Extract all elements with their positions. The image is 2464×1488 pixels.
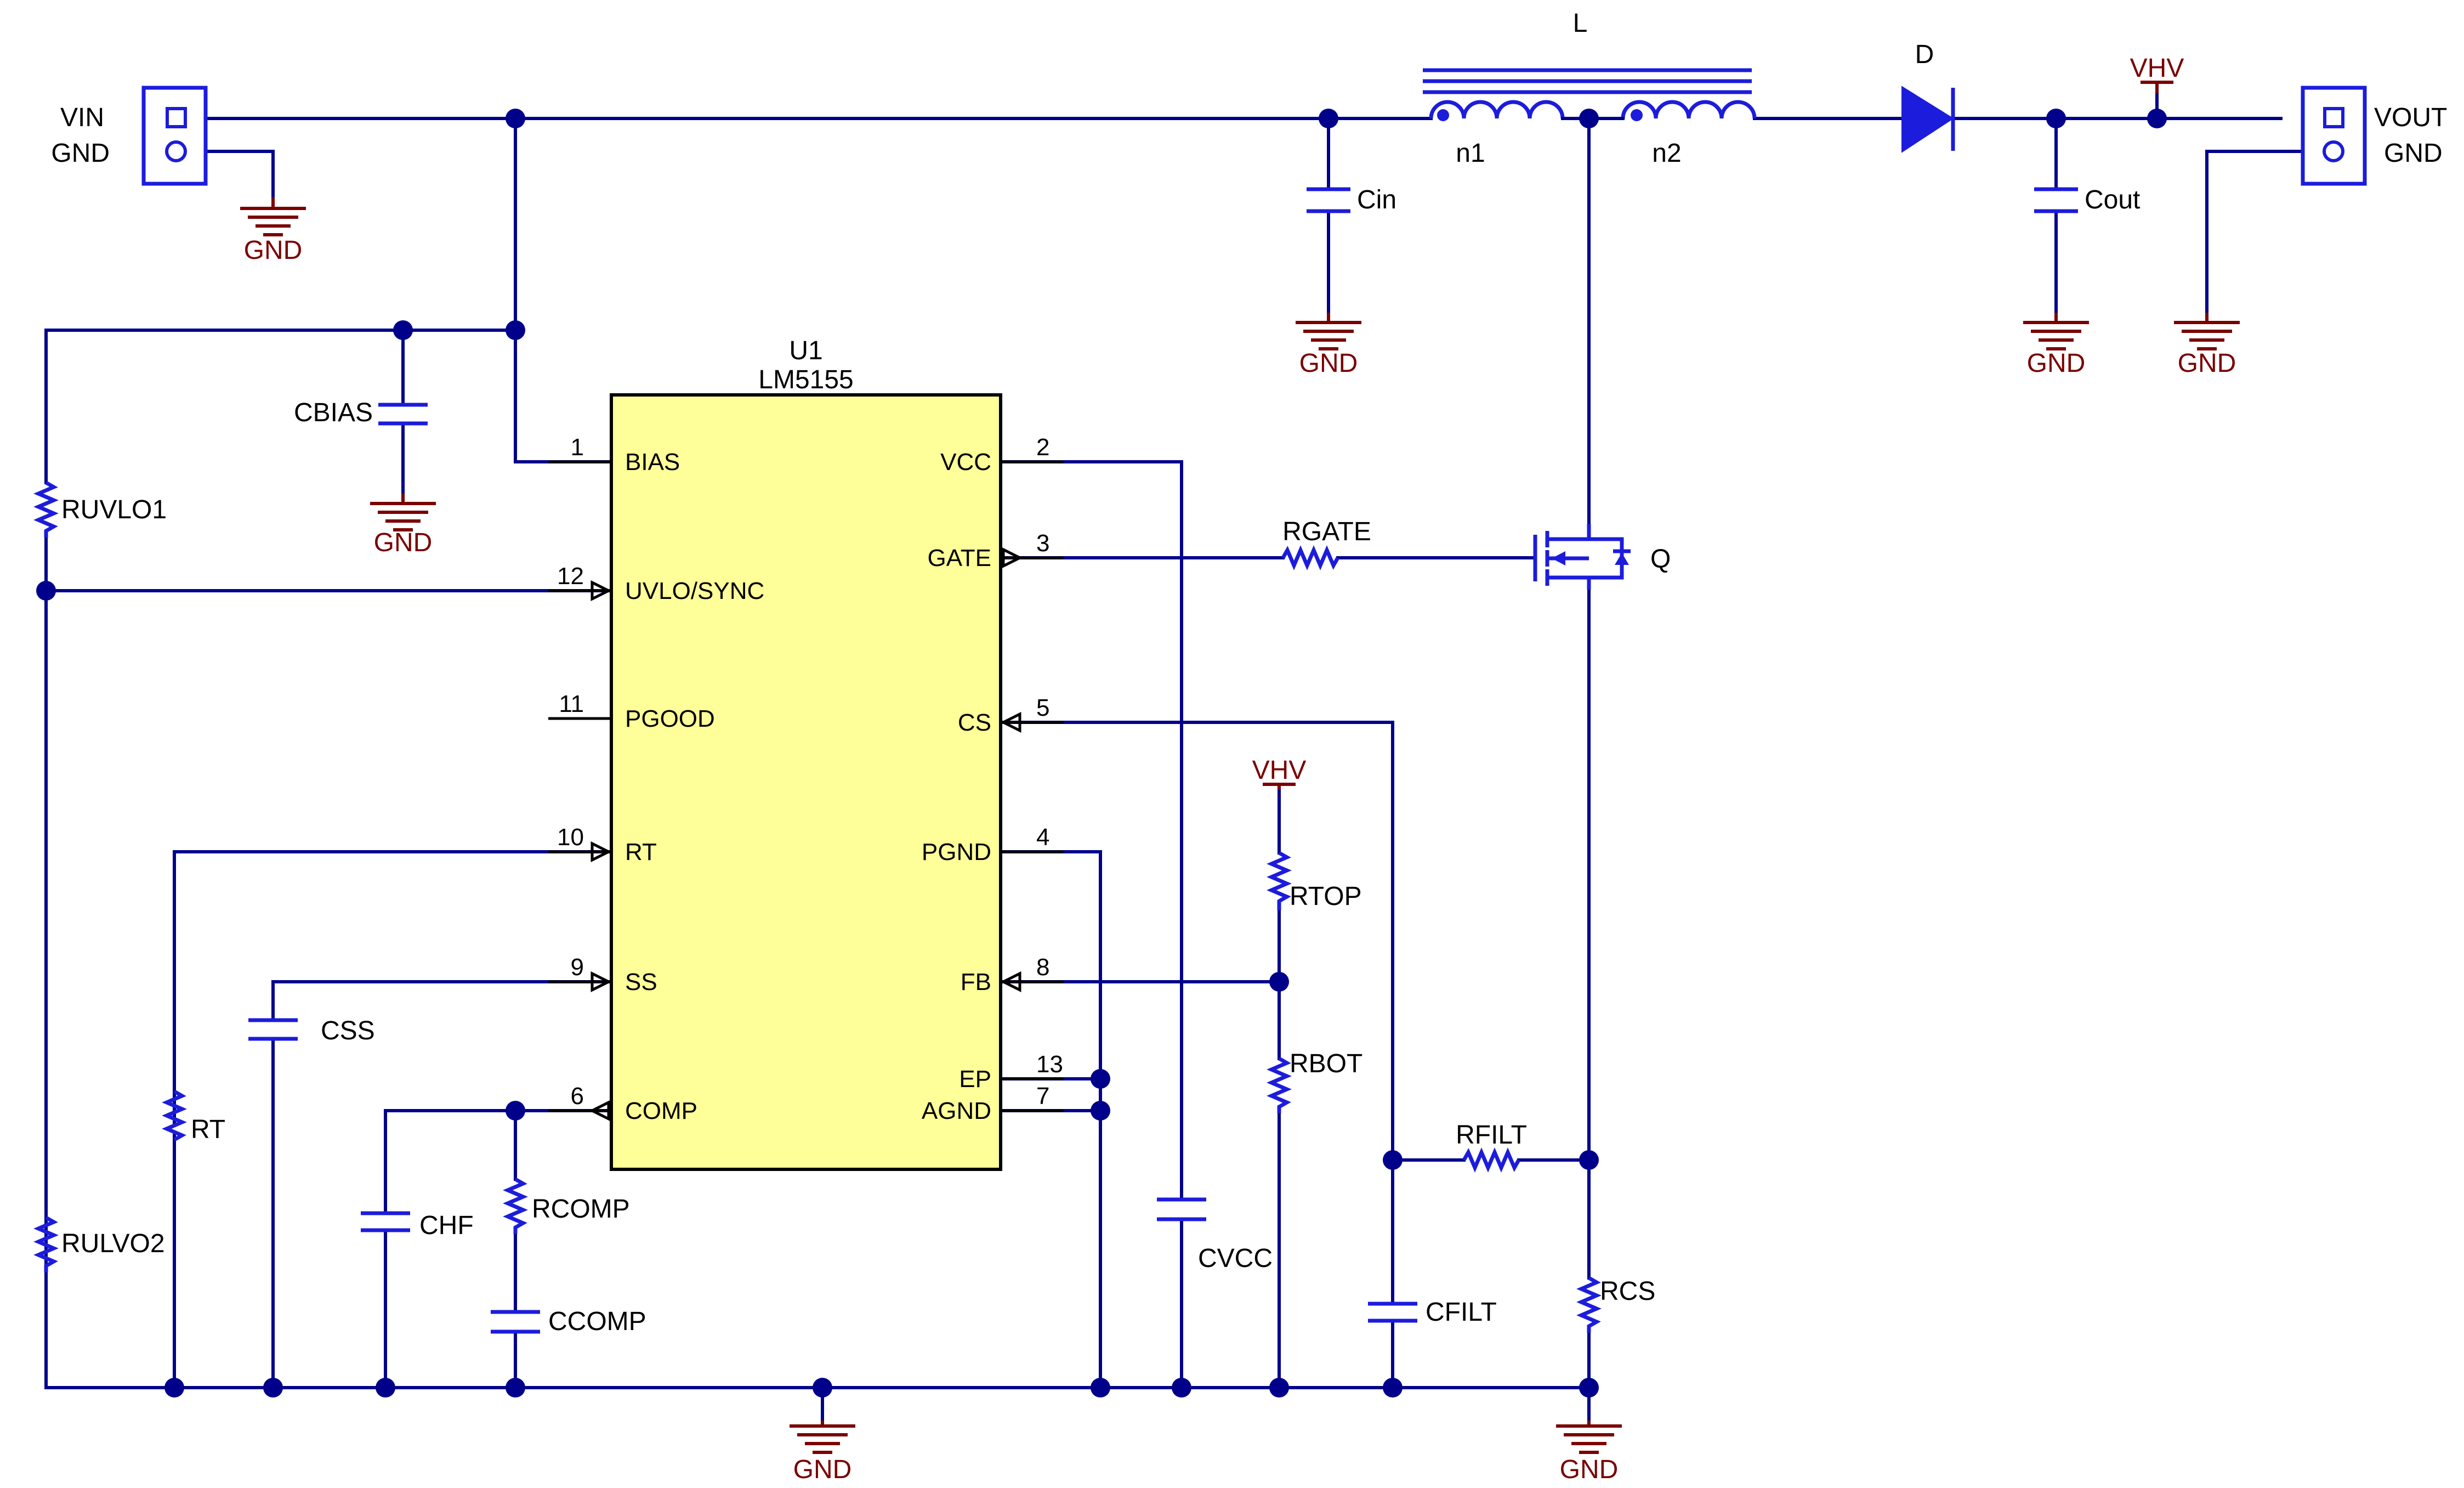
gnd-label: GND (793, 1455, 852, 1484)
ic-pin-number: 13 (1036, 1051, 1063, 1078)
rcomp-label: RCOMP (532, 1195, 630, 1224)
ground-icon (240, 197, 306, 236)
gnd-label: GND (244, 236, 303, 265)
ic-pin-number: 2 (1036, 434, 1049, 461)
mosfet-icon (1533, 524, 1631, 590)
resistor-rcomp-icon (503, 1177, 528, 1234)
wires (44, 92, 2304, 1422)
ic-pin-name: SS (625, 969, 657, 995)
ic-pin-number: 6 (571, 1083, 584, 1110)
vout-label: VOUT (2374, 103, 2447, 132)
capacitor-cfilt-icon (1368, 1302, 1417, 1323)
gnd-label: GND (2027, 349, 2086, 378)
ic-pin-name: PGOOD (625, 705, 715, 732)
ic-u1 (548, 393, 1064, 1171)
capacitor-cout-icon (2034, 187, 2078, 213)
ic-pin-number: 12 (557, 563, 584, 590)
ic-pin-name: BIAS (625, 449, 680, 476)
ground-icon (1296, 313, 1361, 350)
rtop-label: RTOP (1290, 882, 1362, 911)
ic-pin-number: 8 (1036, 954, 1049, 981)
ground-icon (2023, 313, 2089, 350)
resistor-rfilt-icon (1462, 1147, 1521, 1173)
ic-pin-name: RT (625, 839, 657, 865)
ic-pin-number: 1 (571, 434, 584, 461)
capacitor-ccomp-icon (491, 1310, 540, 1334)
ic-pin-name: GATE (927, 545, 991, 572)
resistor-rbot-icon (1267, 1056, 1292, 1113)
vout-gnd-label: GND (2384, 139, 2443, 168)
resistor-ruvlo2-icon (33, 1215, 59, 1272)
vin-label: VIN (60, 103, 104, 132)
cin-label: Cin (1357, 185, 1396, 214)
ground-icon (370, 494, 436, 531)
coupled-inductor-icon (1423, 68, 1757, 121)
gnd-label: GND (2178, 349, 2236, 378)
input-connector (141, 86, 208, 186)
ground-symbols (240, 81, 2240, 1454)
ground-icon (790, 1421, 855, 1454)
ic-pin-number: 7 (1036, 1083, 1049, 1110)
ic-pin-name: AGND (922, 1097, 991, 1124)
capacitor-cin-icon (1307, 187, 1350, 213)
diode-icon (1901, 86, 1955, 153)
ic-pin-number: 11 (559, 691, 584, 717)
capacitor-css-icon (248, 1018, 298, 1041)
vhv-net-icon (1263, 783, 1296, 790)
rbot-label: RBOT (1290, 1049, 1362, 1078)
mosfet-label: Q (1650, 545, 1671, 574)
css-label: CSS (321, 1016, 375, 1045)
vin-gnd-label: GND (51, 139, 110, 168)
ground-icon (2174, 313, 2240, 350)
vhv-label: VHV (2130, 54, 2184, 83)
ic-pin-number: 4 (1036, 824, 1049, 851)
resistor-ruvlo1-icon (33, 480, 59, 538)
cvcc-label: CVCC (1198, 1244, 1273, 1273)
resistor-rgate-icon (1281, 545, 1340, 570)
ic-refdes: U1 (789, 336, 822, 365)
cfilt-label: CFILT (1426, 1298, 1497, 1327)
capacitor-cvcc-icon (1157, 1197, 1206, 1221)
ruvlo2-label: RULVO2 (61, 1229, 165, 1258)
resistor-rtop-icon (1267, 851, 1292, 910)
inductor-label: L (1573, 9, 1588, 38)
ic-pin-number: 9 (571, 954, 584, 981)
gnd-label: GND (1299, 349, 1358, 378)
ic-pin-name: EP (959, 1066, 991, 1093)
chf-label: CHF (419, 1211, 474, 1240)
winding2-label: n2 (1652, 139, 1681, 168)
capacitor-chf-icon (361, 1211, 410, 1232)
diode-label: D (1915, 40, 1934, 69)
output-connector (2301, 86, 2367, 186)
ruvlo1-label: RUVLO1 (61, 495, 167, 524)
rcs-label: RCS (1600, 1277, 1655, 1306)
rfilt-label: RFILT (1456, 1121, 1527, 1150)
ic-pin-name: FB (961, 969, 991, 995)
ccomp-label: CCOMP (548, 1307, 646, 1336)
resistor-rcs-icon (1576, 1276, 1602, 1333)
junction-dots (36, 109, 2167, 1398)
ic-pin-number: 10 (557, 824, 584, 851)
winding1-label: n1 (1456, 139, 1485, 168)
cout-label: Cout (2085, 185, 2140, 214)
ic-part-number: LM5155 (758, 365, 853, 394)
resistor-rt-icon (162, 1089, 187, 1142)
ic-pin-number: 3 (1036, 530, 1049, 557)
ic-pin-name: COMP (625, 1097, 697, 1124)
vhv-label: VHV (1252, 756, 1307, 785)
rt-label: RT (191, 1115, 225, 1144)
ic-pin-name: PGND (922, 839, 991, 865)
rgate-label: RGATE (1282, 517, 1371, 546)
ic-pin-name: CS (958, 709, 991, 736)
gnd-label: GND (374, 528, 433, 557)
cbias-label: CBIAS (294, 398, 373, 427)
ic-pin-number: 5 (1036, 694, 1049, 721)
capacitor-cbias-icon (378, 403, 428, 426)
vhv-net-icon (2141, 81, 2173, 93)
ic-pin-name: UVLO/SYNC (625, 578, 764, 604)
ic-pin-name: VCC (940, 449, 991, 476)
ground-icon (1556, 1421, 1622, 1454)
gnd-label: GND (1560, 1455, 1619, 1484)
